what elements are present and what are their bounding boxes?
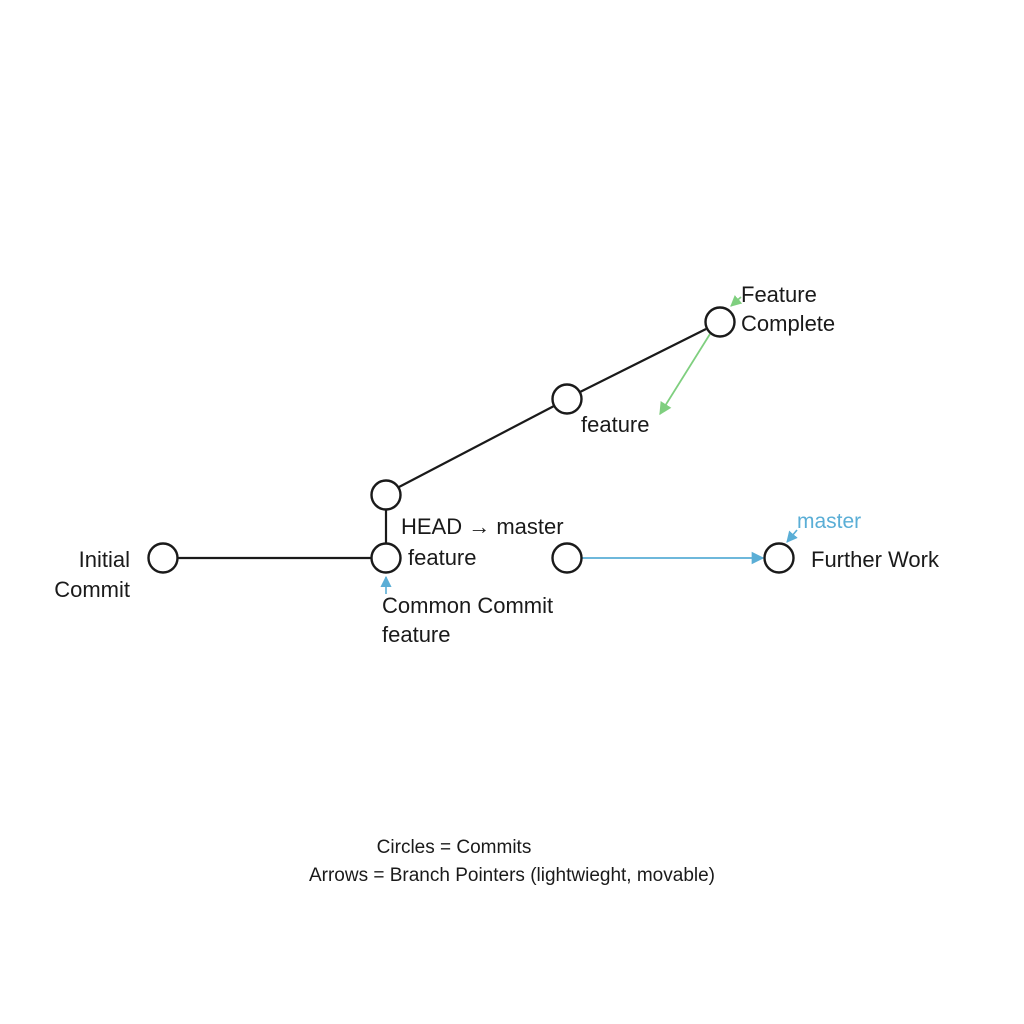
initial-commit-label-line1: Initial — [79, 547, 130, 572]
common-commit-feature-label: feature — [382, 622, 451, 647]
commit-branch-base — [370, 479, 402, 511]
commit-feature-complete — [704, 306, 736, 338]
edge-branch-base-to-feature-mid — [398, 405, 555, 488]
edge-feature-mid-to-feature-complete — [579, 328, 707, 393]
commit-initial — [147, 542, 179, 574]
feature-at-common-label: feature — [408, 545, 477, 570]
head-master-label: HEAD → master — [401, 514, 564, 539]
feature-complete-pointer-arrow — [730, 295, 743, 307]
common-commit-label: Common Commit — [382, 593, 553, 618]
commit-feature-mid — [551, 383, 583, 415]
further-work-label: Further Work — [811, 547, 940, 572]
master-label-pointer-arrow — [786, 529, 798, 543]
feature-complete-label-line1: Feature — [741, 282, 817, 307]
feature-branch-label: feature — [581, 412, 650, 437]
initial-commit-label-line2: Commit — [54, 577, 130, 602]
commit-master-start — [551, 542, 583, 574]
master-pointer-label: master — [797, 510, 861, 533]
legend-commits: Circles = Commits — [377, 837, 532, 858]
commit-common — [370, 542, 402, 574]
feature-pointer-arrow — [659, 333, 711, 416]
feature-complete-label-line2: Complete — [741, 311, 835, 336]
commit-further-work — [763, 542, 795, 574]
legend-branch-pointers: Arrows = Branch Pointers (lightwieght, m… — [309, 865, 715, 886]
